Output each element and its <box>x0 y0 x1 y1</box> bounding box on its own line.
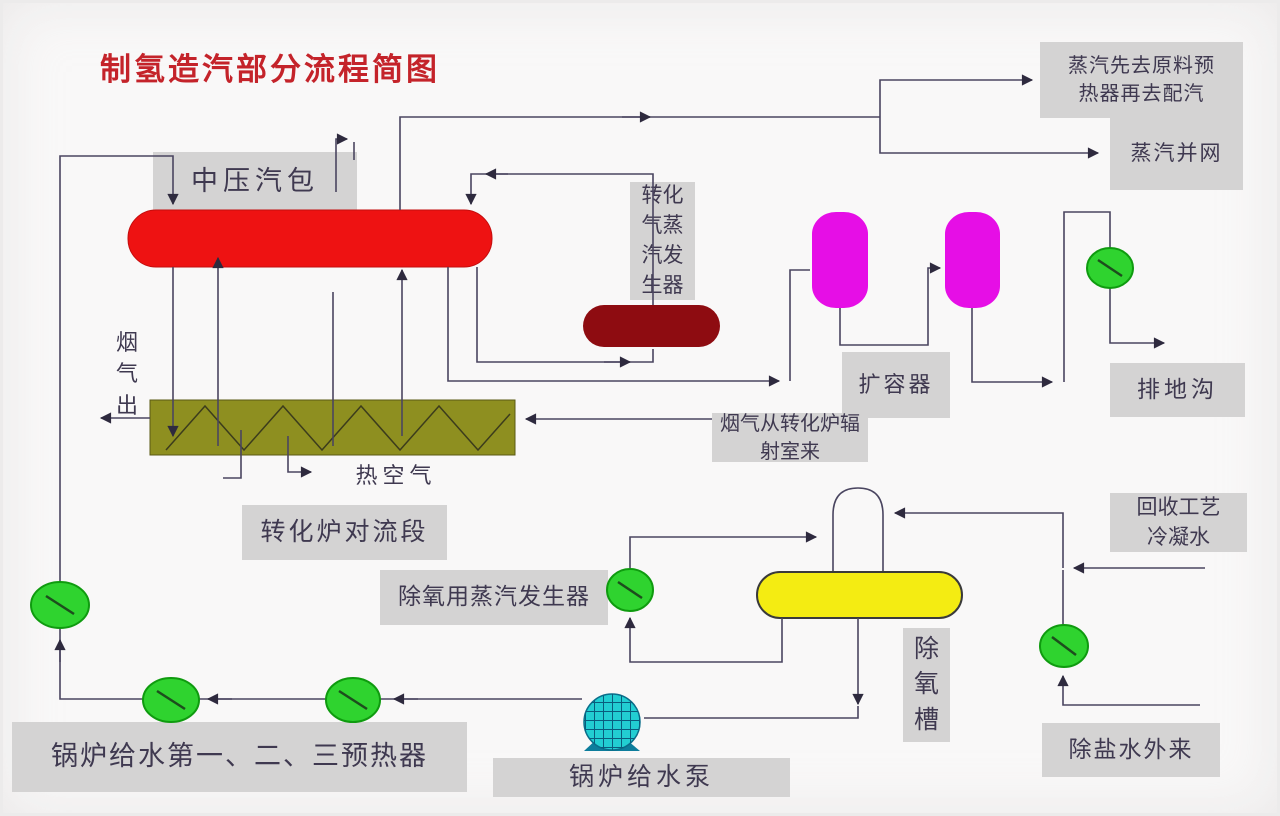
pipe-blowdown-riser <box>789 269 810 381</box>
pump-icon <box>142 677 200 723</box>
flash-tank-vessel-1 <box>812 212 868 308</box>
page-title: 制氢造汽部分流程简图 <box>100 52 440 87</box>
pipe-steam-to-grid <box>879 117 1100 159</box>
equipment-vessels <box>127 209 1000 619</box>
pump-icon <box>1039 624 1089 668</box>
pipe-water-to-deaerator <box>893 507 1064 568</box>
deaerator-dome <box>832 487 884 572</box>
pump-icon <box>606 568 654 612</box>
label-deaerator-tank: 除氧槽 <box>903 628 950 742</box>
pipe-steam-header <box>399 116 880 210</box>
pipe-flash2-riser <box>1063 211 1111 382</box>
pumps <box>30 247 1134 751</box>
pipe-exchanger-steam-return <box>465 173 654 305</box>
pipe-to-drain <box>1109 286 1166 349</box>
pump-icon <box>30 581 90 629</box>
label-demin-water: 除盐水外来 <box>1042 723 1220 777</box>
pipe-deaerator-circulation-suction <box>624 616 783 663</box>
label-flue-gas-out: 烟气出 <box>115 330 138 418</box>
convection-coil-zigzag <box>165 404 511 452</box>
bfw-pump-icon <box>583 693 641 751</box>
label-bfw-pump: 锅炉给水泵 <box>493 758 790 797</box>
pipe-bfw-to-drum <box>59 155 582 700</box>
pipe-drum-water-to-exchanger <box>476 267 654 363</box>
label-recovered-condensate: 回收工艺冷凝水 <box>1110 493 1247 552</box>
syngas-steam-generator-vessel <box>583 305 720 347</box>
deaerator-vessel <box>756 571 963 619</box>
pump-icon <box>1086 247 1134 289</box>
pipe-deaerator-circulation-return <box>629 531 818 568</box>
pipe-hot-air-out <box>287 436 313 478</box>
pump-icon <box>325 677 381 723</box>
flash-tank-vessel-2 <box>945 212 1000 308</box>
label-bfw-preheaters: 锅炉给水第一、二、三预热器 <box>12 722 467 792</box>
label-drain: 排地沟 <box>1110 363 1245 417</box>
label-steam-grid: 蒸汽并网 <box>1110 118 1243 190</box>
label-steam-drum: 中压汽包 <box>153 152 357 212</box>
label-flash-tank: 扩容器 <box>842 352 950 418</box>
pipe-flash1-to-flash2 <box>839 262 942 346</box>
pipe-drum-vent-hook <box>335 133 349 192</box>
pipe-flash2-out <box>971 308 1054 388</box>
label-deaerator-steam-generator: 除氧用蒸汽发生器 <box>380 570 608 625</box>
label-flue-gas-from-radiant: 烟气从转化炉辐射室来 <box>712 413 868 463</box>
pipe-blowdown-to-flash <box>447 267 781 387</box>
pipe-drop-left <box>223 430 242 479</box>
label-steam-route: 蒸汽先去原料预热器再去配汽 <box>1040 42 1243 118</box>
label-hot-air: 热空气 <box>355 462 437 488</box>
pipe-bfw-pump-suction <box>644 706 859 719</box>
label-convection-section: 转化炉对流段 <box>242 505 447 560</box>
piping <box>54 74 1205 719</box>
pipe-demin-water-in <box>1057 674 1200 706</box>
pipe-steam-to-preheater <box>879 74 1034 117</box>
steam-drum-vessel <box>127 209 493 268</box>
label-syngas-steam-generator: 转化气蒸汽发生器 <box>630 182 695 300</box>
